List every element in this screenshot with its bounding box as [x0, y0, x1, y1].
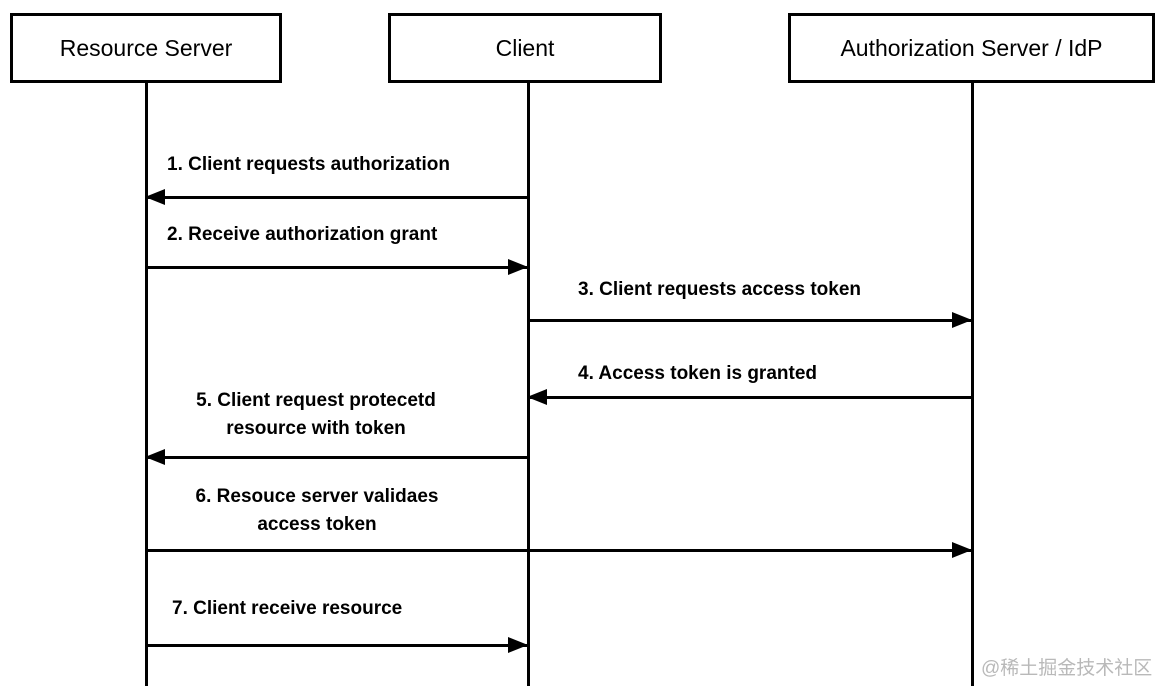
actor-label-client: Client [495, 34, 555, 61]
message-label-2: 2. Receive authorization grant [167, 224, 438, 245]
arrowhead-left-icon [527, 389, 547, 405]
lifeline-authorization-server-idp [970, 83, 974, 686]
actor-label-authorization-server-idp: Authorization Server / IdP [840, 34, 1103, 61]
message-line-3 [528, 319, 972, 322]
message-line-7 [146, 644, 528, 647]
arrowhead-left-icon [145, 189, 165, 205]
actor-box-client: Client [388, 13, 662, 83]
arrowhead-left-icon [145, 449, 165, 465]
lifeline-client [526, 83, 530, 686]
message-line-2 [146, 266, 528, 269]
message-label-3: 3. Client requests access token [578, 279, 862, 300]
arrowhead-right-icon [508, 259, 528, 275]
message-label-4: 4. Access token is granted [578, 363, 818, 384]
message-line-6 [146, 549, 972, 552]
actor-box-resource-server: Resource Server [10, 13, 282, 83]
watermark: @稀土掘金技术社区 [981, 658, 1153, 679]
message-line-4 [528, 396, 972, 399]
message-label-5: 5. Client request protecetd resource wit… [196, 390, 436, 439]
arrowhead-right-icon [508, 637, 528, 653]
message-label-7: 7. Client receive resource [172, 598, 403, 619]
lifeline-resource-server [144, 83, 148, 686]
actor-box-authorization-server-idp: Authorization Server / IdP [788, 13, 1155, 83]
arrowhead-right-icon [952, 312, 972, 328]
message-line-1 [146, 196, 528, 199]
message-line-5 [146, 456, 528, 459]
actor-label-resource-server: Resource Server [59, 34, 233, 61]
message-label-6: 6. Resouce server validaes access token [195, 486, 439, 535]
arrowhead-right-icon [952, 542, 972, 558]
message-label-1: 1. Client requests authorization [167, 154, 450, 175]
